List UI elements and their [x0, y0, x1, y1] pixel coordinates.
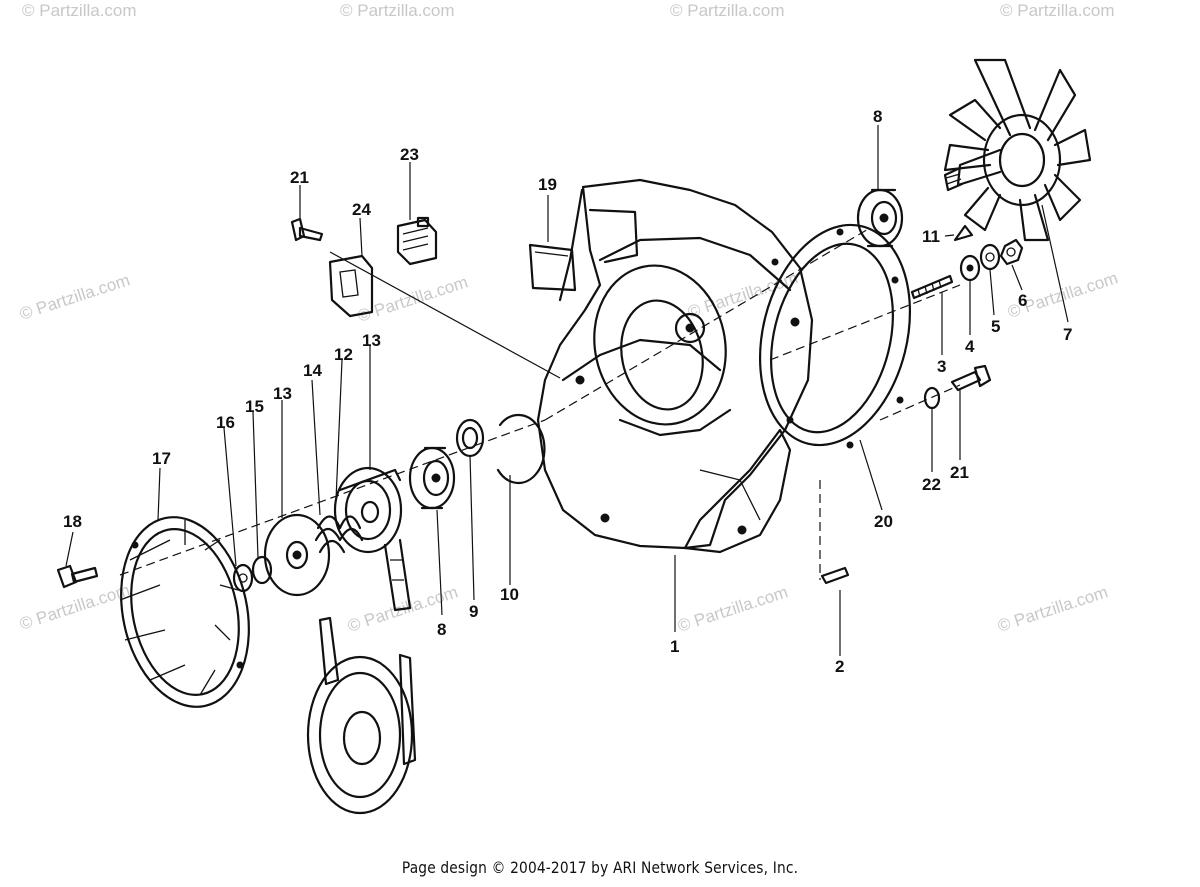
watermark: © Partzilla.com [995, 582, 1110, 635]
callout-19: 19 [538, 175, 557, 194]
mounting-bracket [290, 217, 374, 318]
assembly-centerlines [119, 227, 961, 580]
crankshaft-pulley [306, 616, 417, 815]
callout-9: 9 [469, 602, 478, 621]
callout-13-left: 13 [273, 384, 292, 403]
watermark: © Partzilla.com [17, 580, 132, 633]
watermark: © Partzilla.com [340, 1, 455, 20]
washer-and-bolt-right [923, 364, 992, 410]
callout-labels: 1 2 3 4 5 6 7 8 8 9 10 11 12 13 13 14 15… [63, 107, 1072, 676]
bearing-upper [856, 188, 904, 248]
callout-21-right: 21 [950, 463, 969, 482]
callout-10: 10 [500, 585, 519, 604]
watermark: © Partzilla.com [685, 268, 800, 321]
callout-24: 24 [352, 200, 371, 219]
callout-14: 14 [303, 361, 322, 380]
watermark: © Partzilla.com [17, 270, 132, 323]
callout-16: 16 [216, 413, 235, 432]
footer-copyright: Page design © 2004-2017 by ARI Network S… [401, 858, 799, 877]
dowel-pin [820, 566, 850, 585]
callout-7: 7 [1063, 325, 1072, 344]
stud-and-fasteners [910, 224, 1024, 300]
callout-8-upper: 8 [873, 107, 882, 126]
fan-housing [536, 178, 814, 554]
watermark: © Partzilla.com [670, 1, 785, 20]
connector-block [396, 216, 438, 266]
callout-2: 2 [835, 657, 844, 676]
callout-22: 22 [922, 475, 941, 494]
callout-13-right: 13 [362, 331, 381, 350]
callout-leaders [65, 125, 1069, 656]
watermarks: © Partzilla.com © Partzilla.com © Partzi… [17, 1, 1120, 636]
callout-20: 20 [874, 512, 893, 531]
bearing-lower [408, 446, 456, 510]
watermark: © Partzilla.com [22, 1, 137, 20]
cover-bolt [56, 564, 99, 589]
callout-23: 23 [400, 145, 419, 164]
callout-15: 15 [245, 397, 264, 416]
inspection-cover [528, 243, 577, 292]
callout-8-lower: 8 [437, 620, 446, 639]
fan-wheel [943, 58, 1092, 242]
callout-18: 18 [63, 512, 82, 531]
watermark: © Partzilla.com [1000, 1, 1115, 20]
callout-3: 3 [937, 357, 946, 376]
callout-5: 5 [991, 317, 1000, 336]
drive-pulley-half [263, 513, 331, 597]
callout-4: 4 [965, 337, 975, 356]
callout-17: 17 [152, 449, 171, 468]
watermark: © Partzilla.com [675, 582, 790, 635]
callout-12: 12 [334, 345, 353, 364]
fan-cover [119, 516, 250, 708]
callout-6: 6 [1018, 291, 1027, 310]
callout-21-top: 21 [290, 168, 309, 187]
callout-11: 11 [922, 227, 940, 246]
housing-gasket [758, 223, 912, 449]
driven-pulley [333, 466, 412, 612]
callout-1: 1 [670, 637, 679, 656]
